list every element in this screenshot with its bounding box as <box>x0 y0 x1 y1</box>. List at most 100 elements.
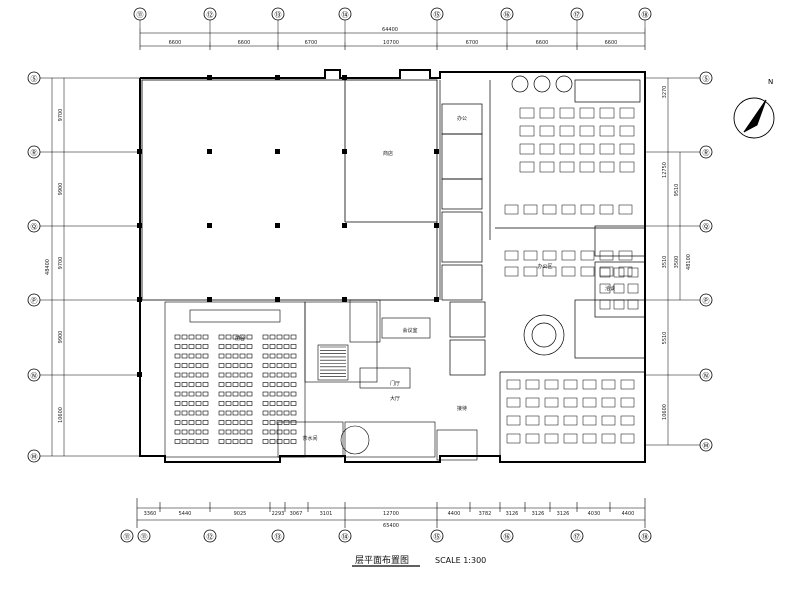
seat <box>290 344 297 349</box>
desk <box>580 266 595 277</box>
seat <box>218 420 225 425</box>
seat <box>269 382 276 387</box>
seat <box>181 363 188 368</box>
desk <box>544 433 559 444</box>
right-dim: 48100 <box>686 254 692 270</box>
building-outline <box>137 69 646 463</box>
seat <box>276 410 283 416</box>
axis-label-top: ⑯ <box>504 11 511 19</box>
seat <box>262 401 269 406</box>
axis-label-right: Ⓠ <box>703 223 710 231</box>
top-dim-seg: 6600 <box>536 40 549 46</box>
desk <box>620 397 635 408</box>
seat <box>195 439 202 444</box>
seat <box>181 353 188 359</box>
desk <box>542 250 557 261</box>
right-dim: 3270 <box>662 86 668 99</box>
seat <box>246 382 253 387</box>
seat <box>174 372 181 378</box>
axis-label-bottom: ⑫ <box>207 533 214 541</box>
seat <box>195 334 202 340</box>
seat <box>225 334 232 340</box>
seat <box>218 334 225 340</box>
seat <box>283 410 290 416</box>
desk <box>601 433 616 444</box>
desk <box>563 415 578 426</box>
desk <box>544 379 559 390</box>
axis-label-bottom: ⑰ <box>574 533 581 541</box>
seat <box>195 344 202 349</box>
seat <box>262 439 269 444</box>
seat <box>188 363 195 368</box>
desk <box>579 107 595 119</box>
desk <box>542 204 557 215</box>
desk <box>519 143 535 155</box>
desk <box>599 250 614 261</box>
right-axis-bubbles <box>699 71 713 452</box>
room-label: 大厅 <box>390 395 400 402</box>
top-dim-seg: 6700 <box>305 40 318 46</box>
axis-label-left: Ⓜ <box>31 453 38 461</box>
seat <box>188 344 195 349</box>
seat <box>262 410 269 416</box>
desk <box>620 433 635 444</box>
desk <box>519 161 535 173</box>
bottom-dim-seg: 3126 <box>557 511 570 517</box>
seat <box>225 420 232 425</box>
auditorium-area <box>164 301 306 458</box>
seat <box>276 429 283 435</box>
seat <box>283 429 290 435</box>
room-label: 会议室 <box>402 327 417 334</box>
seat <box>276 344 283 349</box>
seat <box>262 353 269 359</box>
axis-label-bottom: ⑪ <box>141 533 148 541</box>
axis-label-right: Ⓟ <box>703 297 710 305</box>
bottom-dim-seg: 3126 <box>532 511 545 517</box>
seat <box>218 410 225 416</box>
seat <box>181 429 188 435</box>
seat <box>269 334 276 340</box>
bottom-dimension-chain <box>136 498 646 528</box>
seat <box>181 391 188 397</box>
seat <box>218 439 225 444</box>
seat <box>262 344 269 349</box>
seat <box>239 353 246 359</box>
seat <box>174 391 181 397</box>
right-dim: 5510 <box>662 332 668 345</box>
left-axis-bubbles <box>27 71 41 463</box>
desk <box>627 283 639 294</box>
desk <box>563 397 578 408</box>
room-label: 门厅 <box>390 380 400 387</box>
desk <box>582 433 597 444</box>
seat <box>218 363 225 368</box>
seat <box>290 334 297 340</box>
seat <box>246 334 253 340</box>
room-label: 接待 <box>457 405 467 412</box>
seat <box>262 334 269 340</box>
seat <box>232 420 239 425</box>
axis-label-bottom: ⑭ <box>342 533 349 541</box>
seat <box>290 401 297 406</box>
seat <box>174 344 181 349</box>
desk <box>539 161 555 173</box>
seat <box>246 401 253 406</box>
desk <box>599 266 614 277</box>
axis-label-left: Ⓝ <box>31 372 38 380</box>
bottom-dim-seg: 4400 <box>448 511 461 517</box>
seat <box>174 363 181 368</box>
axis-label-right: Ⓝ <box>703 372 710 380</box>
desk <box>618 204 633 215</box>
seat <box>269 391 276 397</box>
seat <box>218 344 225 349</box>
seat <box>283 363 290 368</box>
seat <box>239 410 246 416</box>
room-label: 茶水间 <box>302 435 317 442</box>
top-total-dim: 64400 <box>382 27 398 33</box>
seat <box>202 410 209 416</box>
north-arrow-icon <box>733 97 775 139</box>
top-dim-seg: 10700 <box>383 40 399 46</box>
seat <box>174 429 181 435</box>
seat <box>174 401 181 406</box>
bottom-dim-seg: 3360 <box>144 511 157 517</box>
desk <box>561 250 576 261</box>
